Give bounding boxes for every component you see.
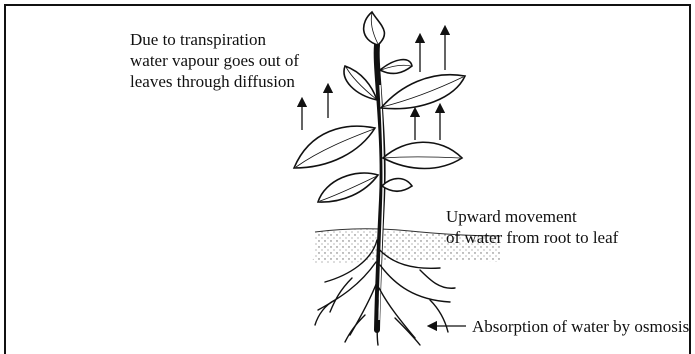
transpiration-line-3: leaves through diffusion bbox=[130, 71, 299, 92]
upward-line-1: Upward movement bbox=[446, 206, 618, 227]
upward-movement-label: Upward movement of water from root to le… bbox=[446, 206, 618, 248]
leaf-lower-right bbox=[382, 179, 412, 192]
leaf-mid-right bbox=[383, 142, 462, 168]
leaf-mid-left bbox=[294, 126, 375, 168]
transpiration-line-1: Due to transpiration bbox=[130, 29, 299, 50]
upward-line-2: of water from root to leaf bbox=[446, 227, 618, 248]
leaf-lower-left bbox=[318, 173, 378, 202]
transpiration-line-2: water vapour goes out of bbox=[130, 50, 299, 71]
leaf-top bbox=[364, 12, 385, 45]
absorption-text: Absorption of water by osmosis bbox=[472, 316, 689, 337]
absorption-label: Absorption of water by osmosis bbox=[472, 316, 689, 337]
leaf-top-right bbox=[380, 60, 412, 74]
transpiration-label: Due to transpiration water vapour goes o… bbox=[130, 29, 299, 92]
